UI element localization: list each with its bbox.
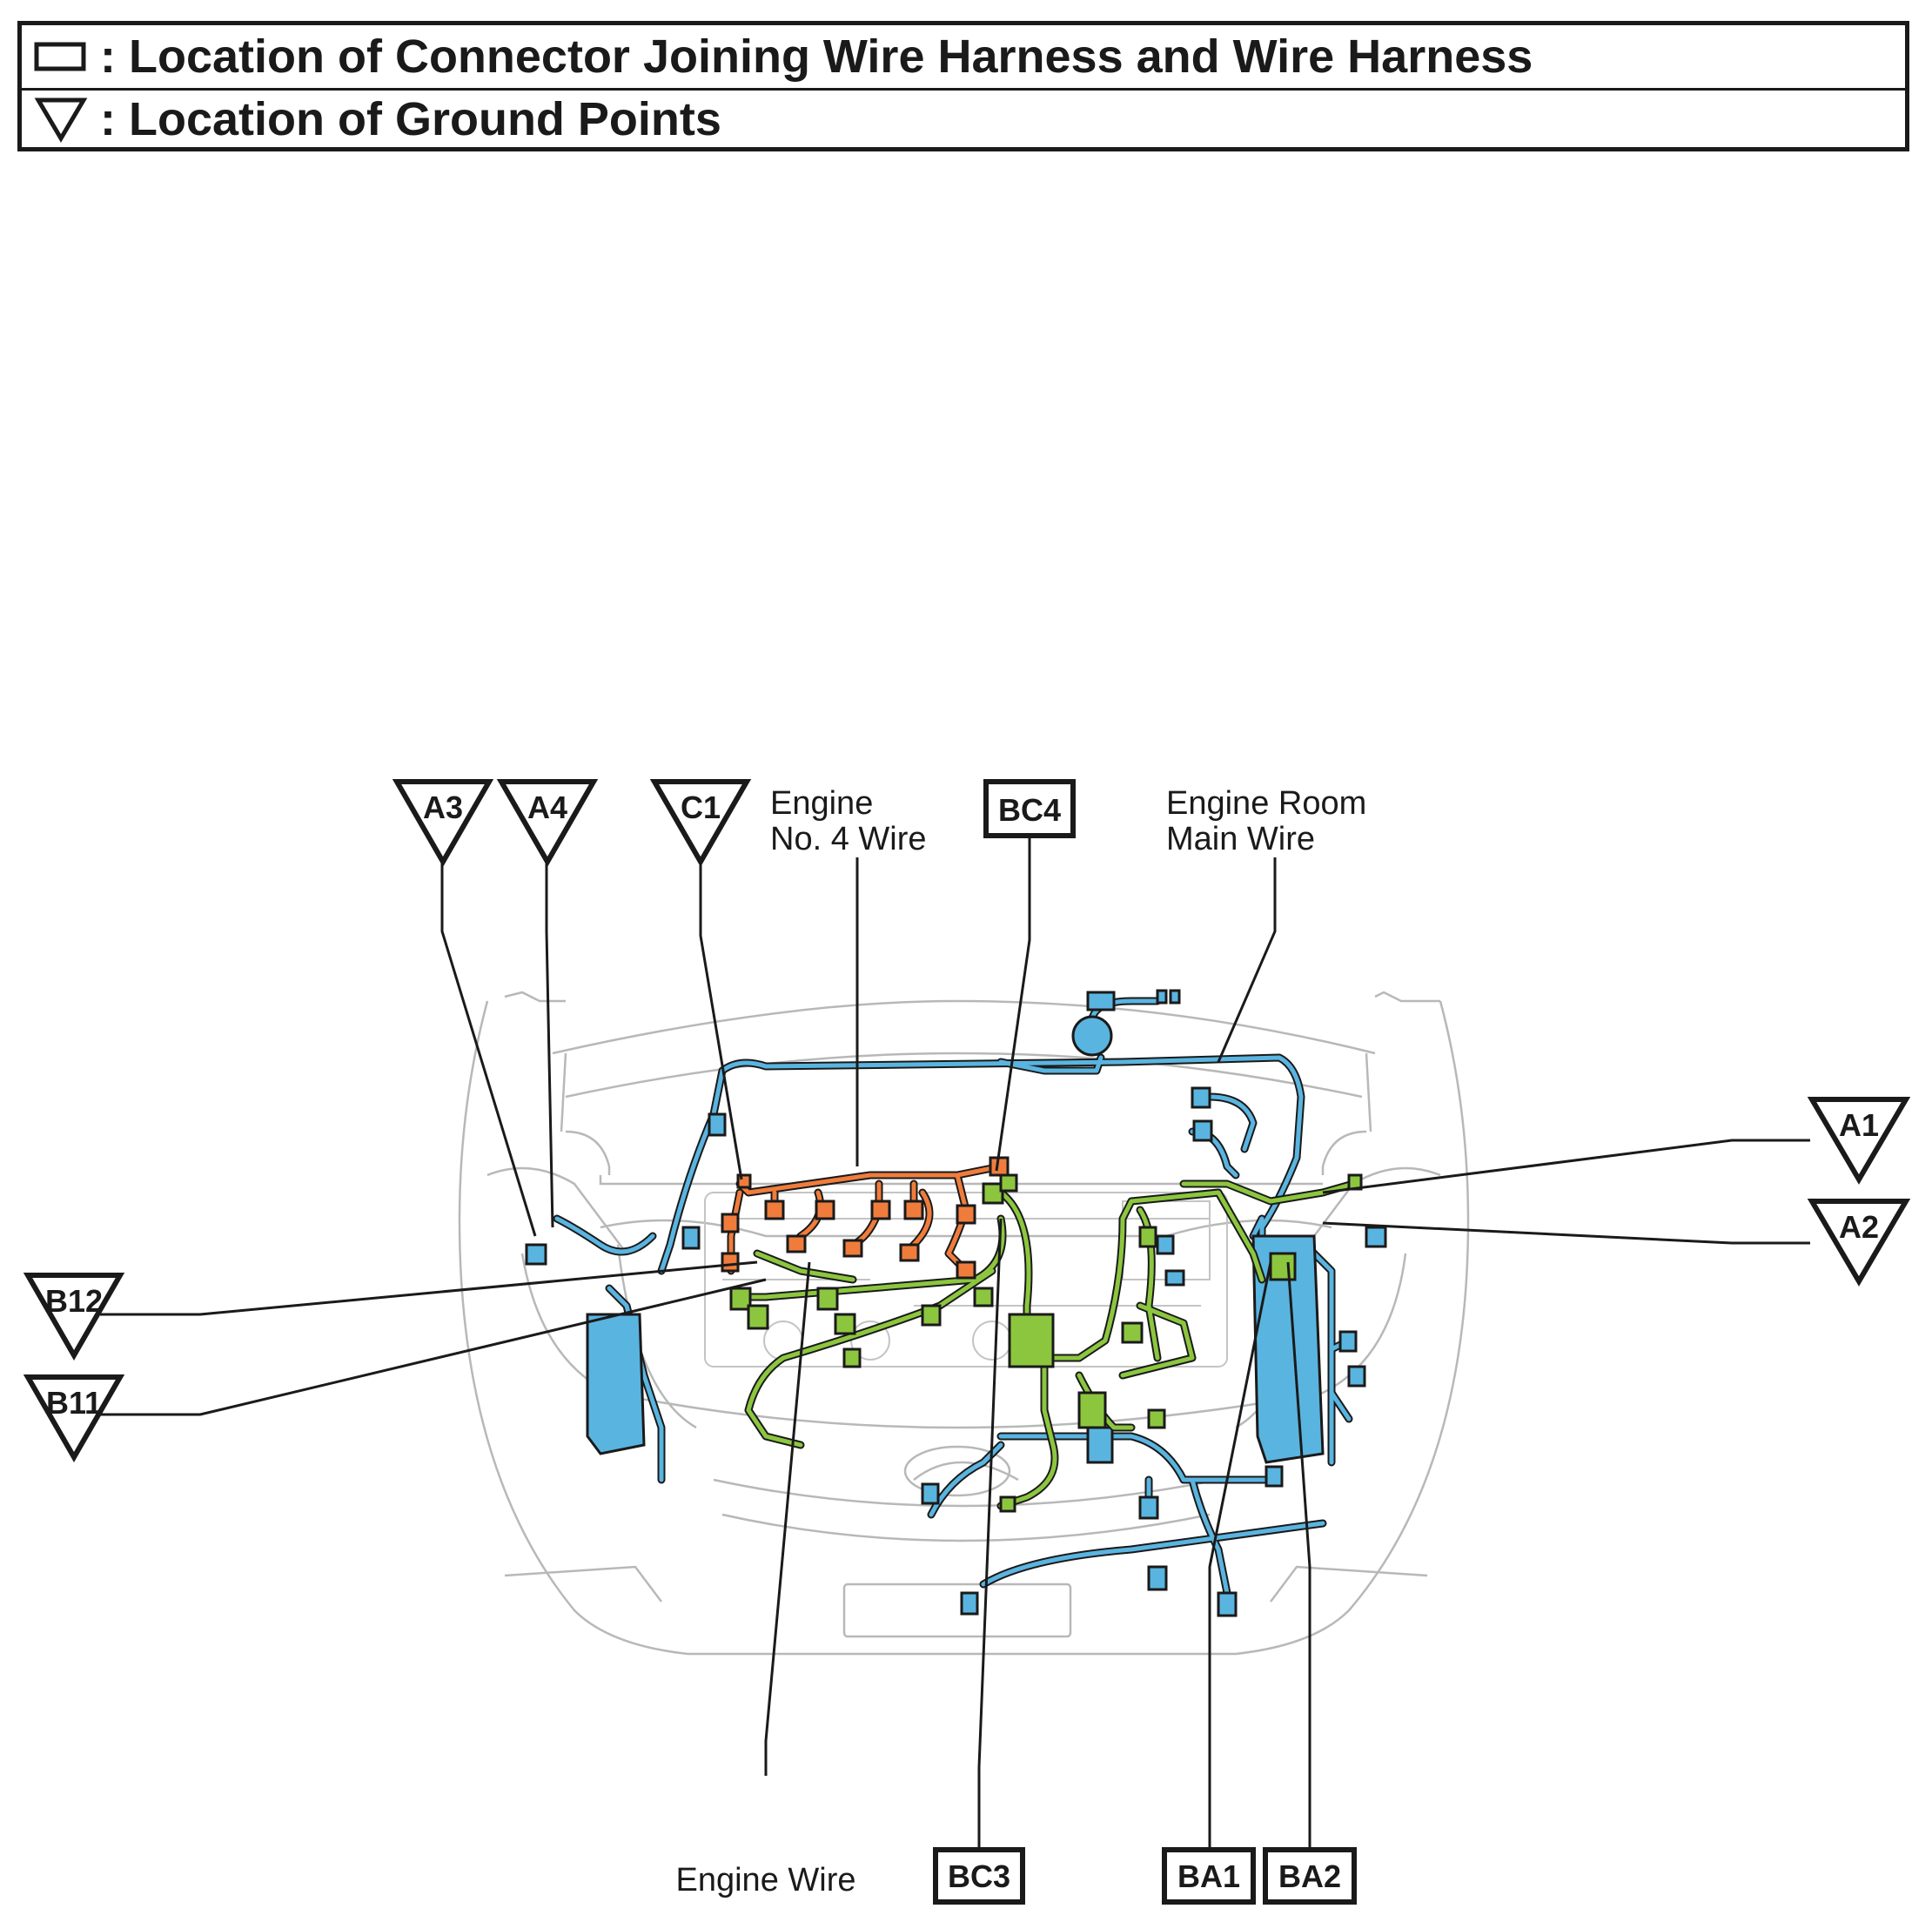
svg-text:C1: C1	[681, 790, 721, 825]
svg-text:A2: A2	[1839, 1209, 1879, 1245]
vehicle-body	[458, 991, 1470, 1656]
ground-point-a4[interactable]: A4	[496, 779, 599, 868]
ground-symbol-icon	[22, 89, 100, 150]
ground-point-c1[interactable]: C1	[649, 779, 752, 868]
connector-bc4[interactable]: BC4	[983, 779, 1076, 838]
legend-box: : Location of Connector Joining Wire Har…	[17, 21, 1909, 151]
svg-text:B12: B12	[45, 1283, 103, 1319]
svg-text:BC3: BC3	[948, 1858, 1010, 1894]
legend-row-connector: : Location of Connector Joining Wire Har…	[22, 25, 1905, 91]
leader-lines	[100, 837, 1810, 1876]
ground-point-b12[interactable]: B12	[23, 1273, 125, 1361]
label-engine-no4-wire-line2: No. 4 Wire	[770, 821, 926, 857]
label-engine-no4-wire-line1: Engine	[770, 785, 873, 822]
ground-point-a1[interactable]: A1	[1807, 1097, 1911, 1185]
connector-ba1[interactable]: BA1	[1162, 1847, 1256, 1905]
legend-connector-text: : Location of Connector Joining Wire Har…	[100, 30, 1533, 83]
svg-text:A1: A1	[1839, 1107, 1879, 1143]
label-engine-wire: Engine Wire	[676, 1862, 856, 1898]
connector-ba2[interactable]: BA2	[1263, 1847, 1357, 1905]
legend-ground-text: : Location of Ground Points	[100, 93, 721, 145]
ground-point-b11[interactable]: B11	[23, 1374, 125, 1463]
svg-text:B11: B11	[46, 1385, 102, 1421]
svg-text:BA2: BA2	[1278, 1858, 1341, 1894]
engine-no4-wire-connectors	[721, 1156, 1010, 1280]
label-engine-room-main-wire-line2: Main Wire	[1166, 821, 1315, 857]
engine-room-main-wire-connectors	[525, 989, 1387, 1617]
svg-text:BA1: BA1	[1177, 1858, 1240, 1894]
label-engine-room-main-wire-line1: Engine Room	[1166, 785, 1366, 822]
connector-symbol-icon	[22, 26, 100, 87]
engine-wire-fill	[737, 1181, 1356, 1509]
ground-point-a3[interactable]: A3	[392, 779, 494, 868]
ground-point-a2[interactable]: A2	[1807, 1199, 1911, 1287]
svg-text:BC4: BC4	[998, 792, 1061, 828]
svg-text:A4: A4	[527, 790, 567, 825]
legend-row-ground: : Location of Ground Points	[22, 89, 1905, 150]
svg-text:A3: A3	[423, 790, 463, 825]
connector-bc3[interactable]: BC3	[933, 1847, 1025, 1905]
engine-wire-connectors	[729, 1173, 1363, 1513]
